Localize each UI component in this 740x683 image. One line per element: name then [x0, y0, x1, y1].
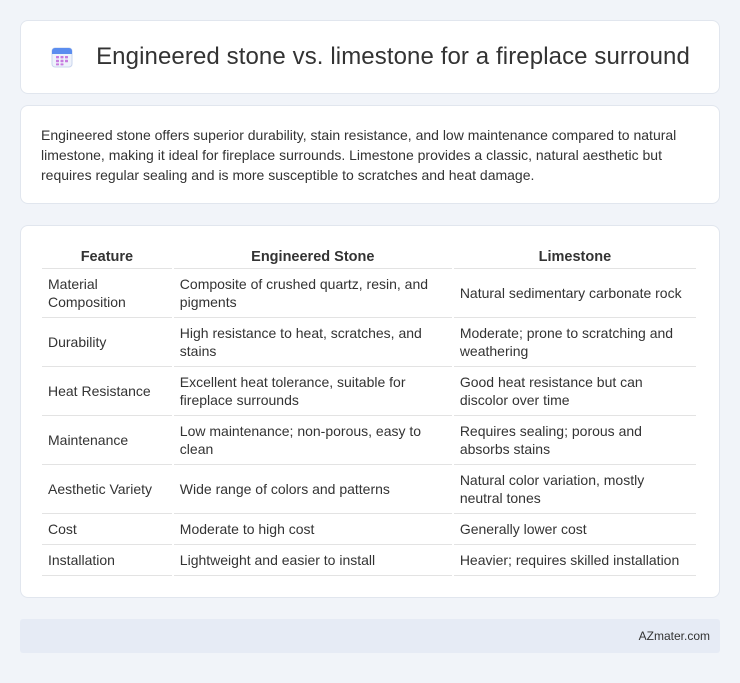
feature-cell: Heat Resistance	[42, 367, 172, 416]
engineered-stone-cell: Composite of crushed quartz, resin, and …	[173, 269, 452, 318]
column-header-limestone: Limestone	[453, 247, 696, 269]
limestone-cell: Generally lower cost	[453, 514, 696, 545]
summary-text: Engineered stone offers superior durabil…	[41, 127, 677, 183]
feature-cell: Maintenance	[42, 416, 172, 465]
feature-cell: Aesthetic Variety	[42, 465, 172, 514]
limestone-cell: Heavier; requires skilled installation	[453, 545, 696, 576]
feature-cell: Material Composition	[42, 269, 172, 318]
engineered-stone-cell: Moderate to high cost	[173, 514, 452, 545]
feature-cell: Cost	[42, 514, 172, 545]
engineered-stone-cell: High resistance to heat, scratches, and …	[173, 318, 452, 367]
table-row: Cost Moderate to high cost Generally low…	[42, 514, 696, 545]
engineered-stone-cell: Wide range of colors and patterns	[173, 465, 452, 514]
table-row: Durability High resistance to heat, scra…	[42, 318, 696, 367]
table-row: Material Composition Composite of crushe…	[42, 269, 696, 318]
footer-bar: AZmater.com	[20, 619, 720, 653]
page-title: Engineered stone vs. limestone for a fir…	[96, 43, 690, 70]
footer-brand: AZmater.com	[638, 629, 710, 643]
summary-card: Engineered stone offers superior durabil…	[20, 105, 720, 204]
engineered-stone-cell: Low maintenance; non-porous, easy to cle…	[173, 416, 452, 465]
limestone-cell: Requires sealing; porous and absorbs sta…	[453, 416, 696, 465]
limestone-cell: Good heat resistance but can discolor ov…	[453, 367, 696, 416]
feature-cell: Durability	[42, 318, 172, 367]
title-wrap: Engineered stone vs. limestone for a fir…	[50, 43, 690, 71]
comparison-table-card: Feature Engineered Stone Limestone Mater…	[20, 225, 720, 598]
limestone-cell: Natural sedimentary carbonate rock	[453, 269, 696, 318]
table-row: Aesthetic Variety Wide range of colors a…	[42, 465, 696, 514]
engineered-stone-cell: Excellent heat tolerance, suitable for f…	[173, 367, 452, 416]
table-row: Maintenance Low maintenance; non-porous,…	[42, 416, 696, 465]
limestone-cell: Moderate; prone to scratching and weathe…	[453, 318, 696, 367]
column-header-engineered-stone: Engineered Stone	[173, 247, 452, 269]
title-card: Engineered stone vs. limestone for a fir…	[20, 20, 720, 94]
column-header-feature: Feature	[42, 247, 172, 269]
limestone-cell: Natural color variation, mostly neutral …	[453, 465, 696, 514]
comparison-table: Feature Engineered Stone Limestone Mater…	[40, 247, 698, 576]
table-row: Heat Resistance Excellent heat tolerance…	[42, 367, 696, 416]
engineered-stone-cell: Lightweight and easier to install	[173, 545, 452, 576]
table-header-row: Feature Engineered Stone Limestone	[42, 247, 696, 269]
feature-cell: Installation	[42, 545, 172, 576]
calendar-icon	[51, 47, 73, 68]
table-row: Installation Lightweight and easier to i…	[42, 545, 696, 576]
